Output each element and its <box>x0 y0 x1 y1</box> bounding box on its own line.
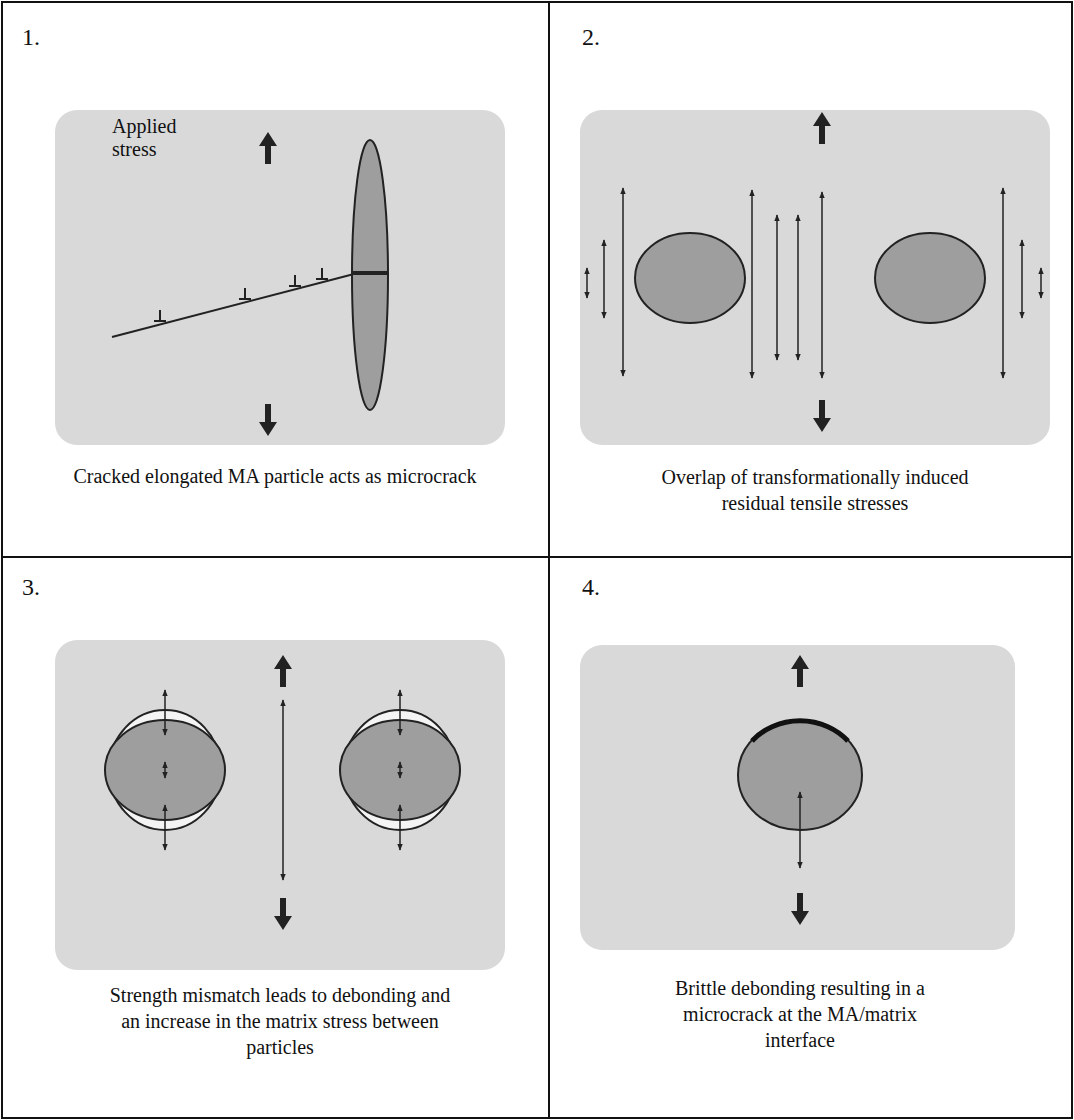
stress-label: Applied stress <box>112 115 222 161</box>
grid-line <box>2 556 1072 558</box>
panel-caption: Cracked elongated MA particle acts as mi… <box>35 463 515 489</box>
panel-illustration <box>580 645 1015 950</box>
grid-line <box>548 2 550 1118</box>
panel: 3. Strength mismatch leads to debonding a… <box>2 557 549 1118</box>
panel-caption: Strength mismatch leads to debonding and… <box>108 982 453 1060</box>
panel-caption: Overlap of transformationally induced re… <box>630 464 1000 516</box>
panel-caption: Brittle debonding resulting in a microcr… <box>650 975 950 1053</box>
panel: 2. Overlap of transformationally induced … <box>549 2 1072 557</box>
panel-illustration <box>55 640 505 970</box>
panel-illustration <box>580 110 1050 445</box>
panel-number: 4. <box>582 572 600 603</box>
panel-number: 1. <box>22 22 40 53</box>
panel-number: 2. <box>582 22 600 53</box>
panel-illustration <box>55 110 505 445</box>
panel: 1. Cracked elongated MA particle acts as … <box>2 2 549 557</box>
panel-number: 3. <box>22 572 40 603</box>
panel: 4. Brittle debonding resulting in a micro… <box>549 557 1072 1118</box>
